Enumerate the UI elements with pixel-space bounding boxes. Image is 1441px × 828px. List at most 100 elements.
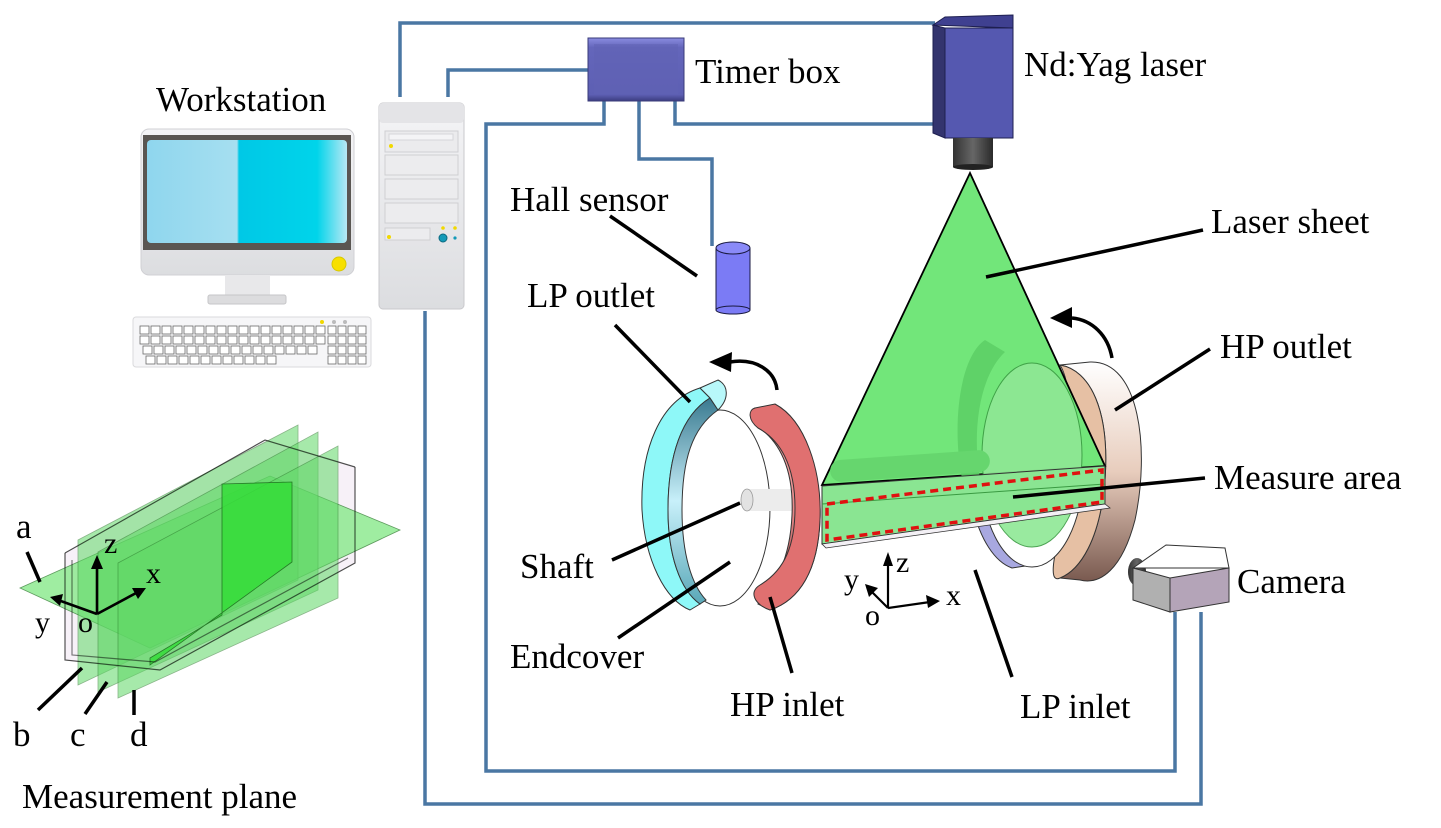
keyboard-key [227,335,238,345]
keyboard-key [156,355,167,365]
axis-x-label: x [946,579,961,612]
keyboard-key [219,345,230,355]
plane-a-label: a [16,507,32,546]
keyboard-key [357,335,367,345]
keyboard-key [194,325,205,335]
keyboard-key [238,325,249,335]
plane-a-leader [25,551,42,583]
keyboard-key [167,355,178,365]
keyboard-key [274,345,285,355]
shaft-label: Shaft [520,547,594,586]
rotation-arrow-left [709,352,779,391]
wire-pc-to-laser [398,21,935,97]
keyboard-key [347,325,357,335]
wire-timer-to-laser [673,100,935,126]
power-button-icon[interactable] [331,256,347,272]
axis-y-label: y [844,563,859,596]
lp-outlet-label: LP outlet [527,276,655,315]
hall-sensor-label: Hall sensor [510,180,669,219]
lp-outlet-leader [613,323,692,404]
laser-sheet-label: Laser sheet [1211,202,1370,241]
axis-z-label: z [896,546,909,579]
keyboard-key [357,345,367,355]
keyboard-key [139,335,150,345]
camera-label: Camera [1237,562,1346,601]
hp-outlet-label: HP outlet [1220,327,1352,366]
keyboard-key [222,355,233,365]
measure-area-label: Measure area [1214,458,1402,497]
wire-timer-to-hall-sensor [637,100,714,246]
keyboard-key [304,325,315,335]
workstation: Workstation [132,80,465,368]
timer-box-label: Timer box [695,52,841,91]
keyboard-key [142,345,153,355]
hp-outlet-leader [1114,347,1211,412]
keyboard-key [327,345,337,355]
keyboard-key [150,325,161,335]
keyboard-key [337,345,347,355]
hp-inlet-label: HP inlet [730,685,845,724]
wire-timer-to-camera-inner [484,100,1177,773]
keyboard-key [197,345,208,355]
measure-area-outline[interactable] [825,468,1104,543]
keyboard-key [200,355,211,365]
pc-tower[interactable] [378,102,465,310]
plane-b-leader [36,666,84,712]
keyboard-key [178,355,189,365]
keyboard-key [337,355,347,365]
mp-axis-x-label: x [146,557,161,590]
coordinate-axes-main: z x y o [844,546,961,632]
keyboard-key [233,355,244,365]
camera[interactable] [1128,544,1230,613]
hp-inlet-plate[interactable] [749,403,821,611]
endcover-leader [617,560,731,640]
plane-b-label: b [13,715,31,754]
measure-area-leader [1012,476,1206,499]
keyboard-key [205,325,216,335]
keyboard-key [249,325,260,335]
hall-sensor[interactable] [715,241,751,315]
keyboard[interactable] [132,316,372,368]
keyboard-key [216,335,227,345]
shaft-leader [611,501,741,562]
timer-box[interactable] [587,37,685,102]
keyboard-key [230,345,241,355]
keyboard-key [357,355,367,365]
keyboard-key [252,345,263,355]
lp-outlet-plate[interactable] [641,379,727,611]
keyboard-key [194,335,205,345]
laser-label: Nd:Yag laser [1024,45,1206,84]
keyboard-key [139,325,150,335]
monitor-screen[interactable] [147,140,347,243]
keyboard-key [145,355,156,365]
mp-axis-origin-label: o [78,606,93,639]
nd-yag-laser[interactable] [931,14,1014,170]
keyboard-key [150,335,161,345]
keyboard-key [282,325,293,335]
keyboard-key [164,345,175,355]
keyboard-key [315,325,326,335]
keyboard-key [327,335,337,345]
plane-d-label: d [130,715,148,754]
keyboard-key [327,325,337,335]
keyboard-key [183,325,194,335]
keyboard-key [271,335,282,345]
signal-wires [398,21,1203,806]
keyboard-key [244,355,255,365]
rotor-channel [821,465,1111,549]
keyboard-key [282,335,293,345]
keyboard-key [183,335,194,345]
mp-axis-z-label: z [104,527,117,560]
keyboard-key [347,345,357,355]
keyboard-key [307,345,318,355]
keyboard-key [293,335,304,345]
keyboard-key [304,335,315,345]
keyboard-key [327,355,337,365]
keyboard-key [249,335,260,345]
keyboard-key [293,325,304,335]
keyboard-key [255,355,266,365]
keyboard-key [172,335,183,345]
rotation-arrow-right [1050,307,1114,359]
keyboard-key [263,345,274,355]
wire-pc-to-camera-outer [423,311,1203,806]
